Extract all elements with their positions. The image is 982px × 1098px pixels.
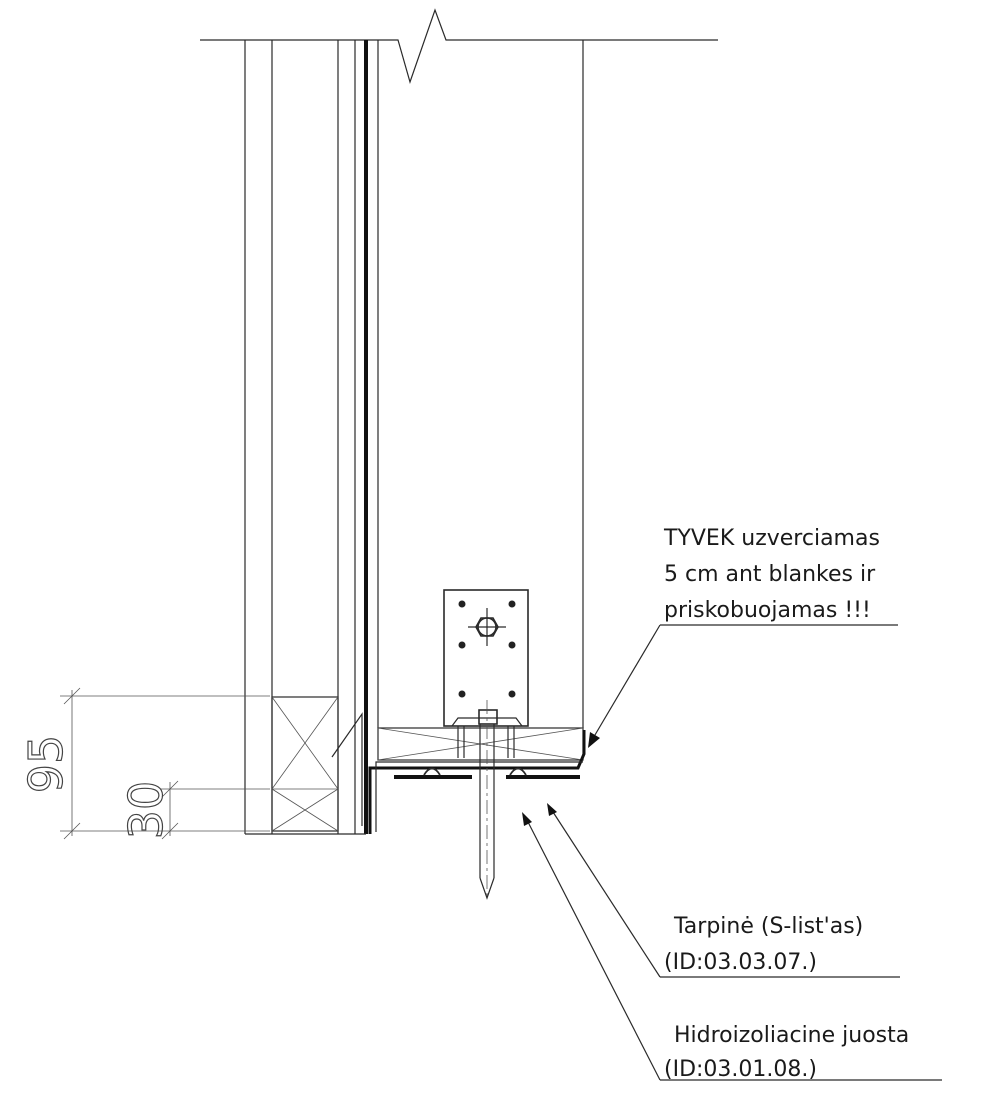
break-line [200, 8, 718, 84]
hidro-note-line-1: Hidroizoliacine juosta [674, 1023, 909, 1048]
tarpine-leader [547, 803, 900, 978]
tyvek-note-line-3: priskobuojamas !!! [664, 598, 871, 623]
dimension-30: 30 [119, 781, 173, 840]
gasket-strip [394, 767, 580, 779]
drip-flashing [331, 712, 363, 826]
metal-blank-profile [368, 730, 586, 834]
bottom-plate-left [271, 696, 339, 832]
tarpine-note-line-1: Tarpinė (S-list'as) [673, 914, 863, 939]
tarpine-note-line-2: (ID:03.03.07.) [664, 950, 817, 975]
anchor-bolt [457, 700, 515, 900]
tyvek-leader [588, 624, 898, 748]
tyvek-note-line-2: 5 cm ant blankes ir [664, 562, 876, 587]
tyvek-note-line-1: TYVEK uzverciamas [663, 526, 880, 551]
dimension-95: 95 [19, 735, 73, 794]
angle-bracket [443, 589, 529, 727]
metal-blank-inner [375, 761, 583, 832]
hidro-note-line-2: (ID:03.01.08.) [664, 1057, 817, 1082]
hidro-leader [522, 812, 942, 1081]
wall-layers [244, 40, 584, 835]
dimension-lines [60, 687, 270, 840]
